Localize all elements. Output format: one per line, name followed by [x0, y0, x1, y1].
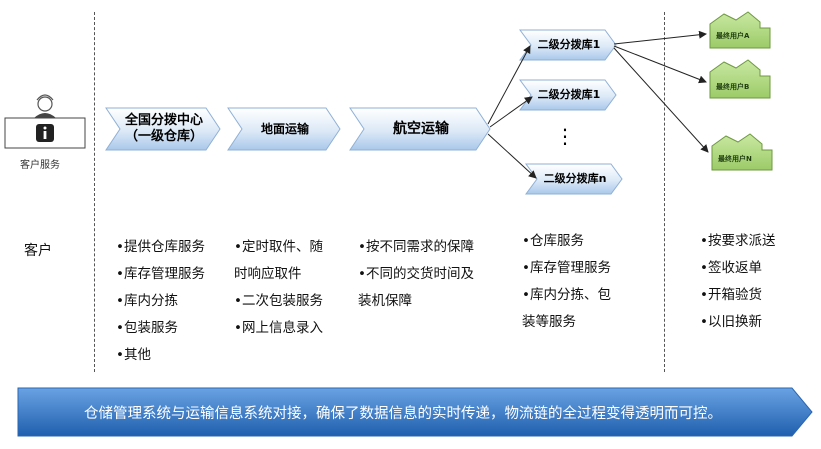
list-item: •库内分拣 [116, 293, 178, 309]
list-item: •按要求派送 [700, 233, 776, 249]
arrow-air-to-secondary-1b [489, 96, 533, 128]
list-item: •包装服务 [116, 320, 178, 336]
secondary-ellipsis: ⋮ [555, 124, 575, 148]
list-item: •签收返单 [700, 260, 762, 276]
secondary-1b-chevron [519, 79, 617, 111]
list-item: •库内分拣、包 [522, 287, 611, 303]
secondary-n-chevron [525, 163, 623, 195]
secondary-services-list: •仓库服务 •库存管理服务 •库内分拣、包 装等服务 [522, 228, 611, 336]
end-user-a-house-icon [709, 11, 771, 49]
secondary-1a-label: 二级分拨库1 [537, 38, 601, 51]
arrow-secondary-to-user-n [613, 47, 709, 153]
list-item: •库存管理服务 [116, 266, 205, 282]
end-user-b-label: 最终用户B [716, 83, 750, 91]
end-user-a-label: 最终用户A [716, 32, 750, 40]
secondary-n-label: 二级分拨库n [543, 172, 607, 185]
summary-banner-arrow [17, 387, 813, 437]
separator-left [94, 12, 95, 372]
hub-chevron [105, 107, 221, 151]
end-user-n-house-icon [711, 133, 773, 171]
separator-right [664, 12, 665, 372]
list-item: •网上信息录入 [234, 320, 323, 336]
hub-services-list: •提供仓库服务 •库存管理服务 •库内分拣 •包装服务 •其他 [116, 234, 205, 369]
ground-label: 地面运输 [260, 122, 309, 136]
summary-banner-text: 仓储管理系统与运输信息系统对接，确保了数据信息的实时传递，物流链的全过程变得透明… [84, 405, 722, 422]
list-item: •仓库服务 [522, 233, 584, 249]
list-item: •库存管理服务 [522, 260, 611, 276]
ground-services-list: •定时取件、随 时响应取件 •二次包装服务 •网上信息录入 [234, 234, 323, 342]
air-services-list: •按不同需求的保障 •不同的交货时间及 装机保障 [358, 234, 474, 315]
arrow-air-to-secondary-n [487, 133, 537, 179]
arrow-secondary-to-user-a [613, 30, 707, 45]
arrow-air-to-secondary-1a [487, 45, 531, 125]
list-item: 时响应取件 [234, 266, 302, 282]
end-user-b-house-icon [709, 59, 771, 99]
list-item: •开箱验货 [700, 287, 762, 303]
list-item: •提供仓库服务 [116, 239, 205, 255]
customer-service-caption: 客户服务 [20, 160, 60, 171]
list-item: •二次包装服务 [234, 293, 323, 309]
list-item: 装等服务 [522, 314, 576, 330]
end-user-n-label: 最终用户N [718, 155, 752, 163]
hub-label: 全国分拨中心 （一级仓库） [116, 108, 212, 150]
hub-label-line1: 全国分拨中心 [124, 113, 203, 128]
list-item: •以旧换新 [700, 314, 762, 330]
hub-label-line2: （一级仓库） [124, 129, 203, 144]
ground-chevron [227, 107, 341, 151]
list-item: •不同的交货时间及 [358, 266, 474, 282]
customer-service-icon [4, 94, 86, 149]
air-label: 航空运输 [393, 121, 449, 137]
list-item: •定时取件、随 [234, 239, 323, 255]
secondary-1a-chevron [519, 29, 617, 61]
list-item: 装机保障 [358, 293, 412, 309]
list-item: •按不同需求的保障 [358, 239, 474, 255]
secondary-1b-label: 二级分拨库1 [537, 88, 601, 101]
customer-column-label: 客户 [24, 243, 52, 259]
arrow-secondary-to-user-b [613, 45, 707, 84]
list-item: •其他 [116, 347, 151, 363]
air-chevron [349, 107, 491, 151]
user-services-list: •按要求派送 •签收返单 •开箱验货 •以旧换新 [700, 228, 775, 336]
